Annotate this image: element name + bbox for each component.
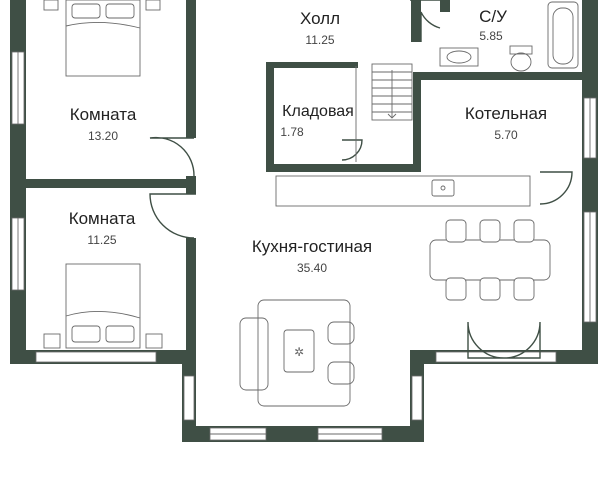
bed-room2 — [43, 263, 163, 349]
doors — [149, 0, 573, 359]
hall-area: 11.25 — [305, 33, 334, 47]
dining-table — [429, 219, 551, 301]
bed-room1 — [43, 0, 161, 77]
boiler-area: 5.70 — [494, 128, 518, 142]
bathroom-fixtures — [439, 1, 579, 72]
hall-name: Холл — [300, 9, 340, 28]
kitchen-area: 35.40 — [297, 261, 327, 275]
living-furniture: ✲ — [239, 299, 355, 407]
svg-text:✲: ✲ — [294, 345, 304, 359]
kitchen-counter — [275, 175, 531, 207]
interior-walls — [26, 0, 583, 358]
bathroom-area: 5.85 — [479, 29, 503, 43]
windows — [11, 51, 597, 441]
kitchen-name: Кухня-гостиная — [252, 237, 372, 256]
boiler-name: Котельная — [465, 104, 547, 123]
room-labels: Холл 11.25 С/У 5.85 Комната 13.20 Кладов… — [69, 7, 547, 275]
bathroom-name: С/У — [479, 7, 507, 26]
room2-name: Комната — [69, 209, 136, 228]
storage-name: Кладовая — [282, 103, 354, 120]
room1-area: 13.20 — [88, 129, 118, 143]
storage-area: 1.78 — [280, 125, 304, 139]
stairs — [355, 63, 413, 162]
room1-name: Комната — [70, 105, 137, 124]
room2-area: 11.25 — [87, 233, 116, 247]
